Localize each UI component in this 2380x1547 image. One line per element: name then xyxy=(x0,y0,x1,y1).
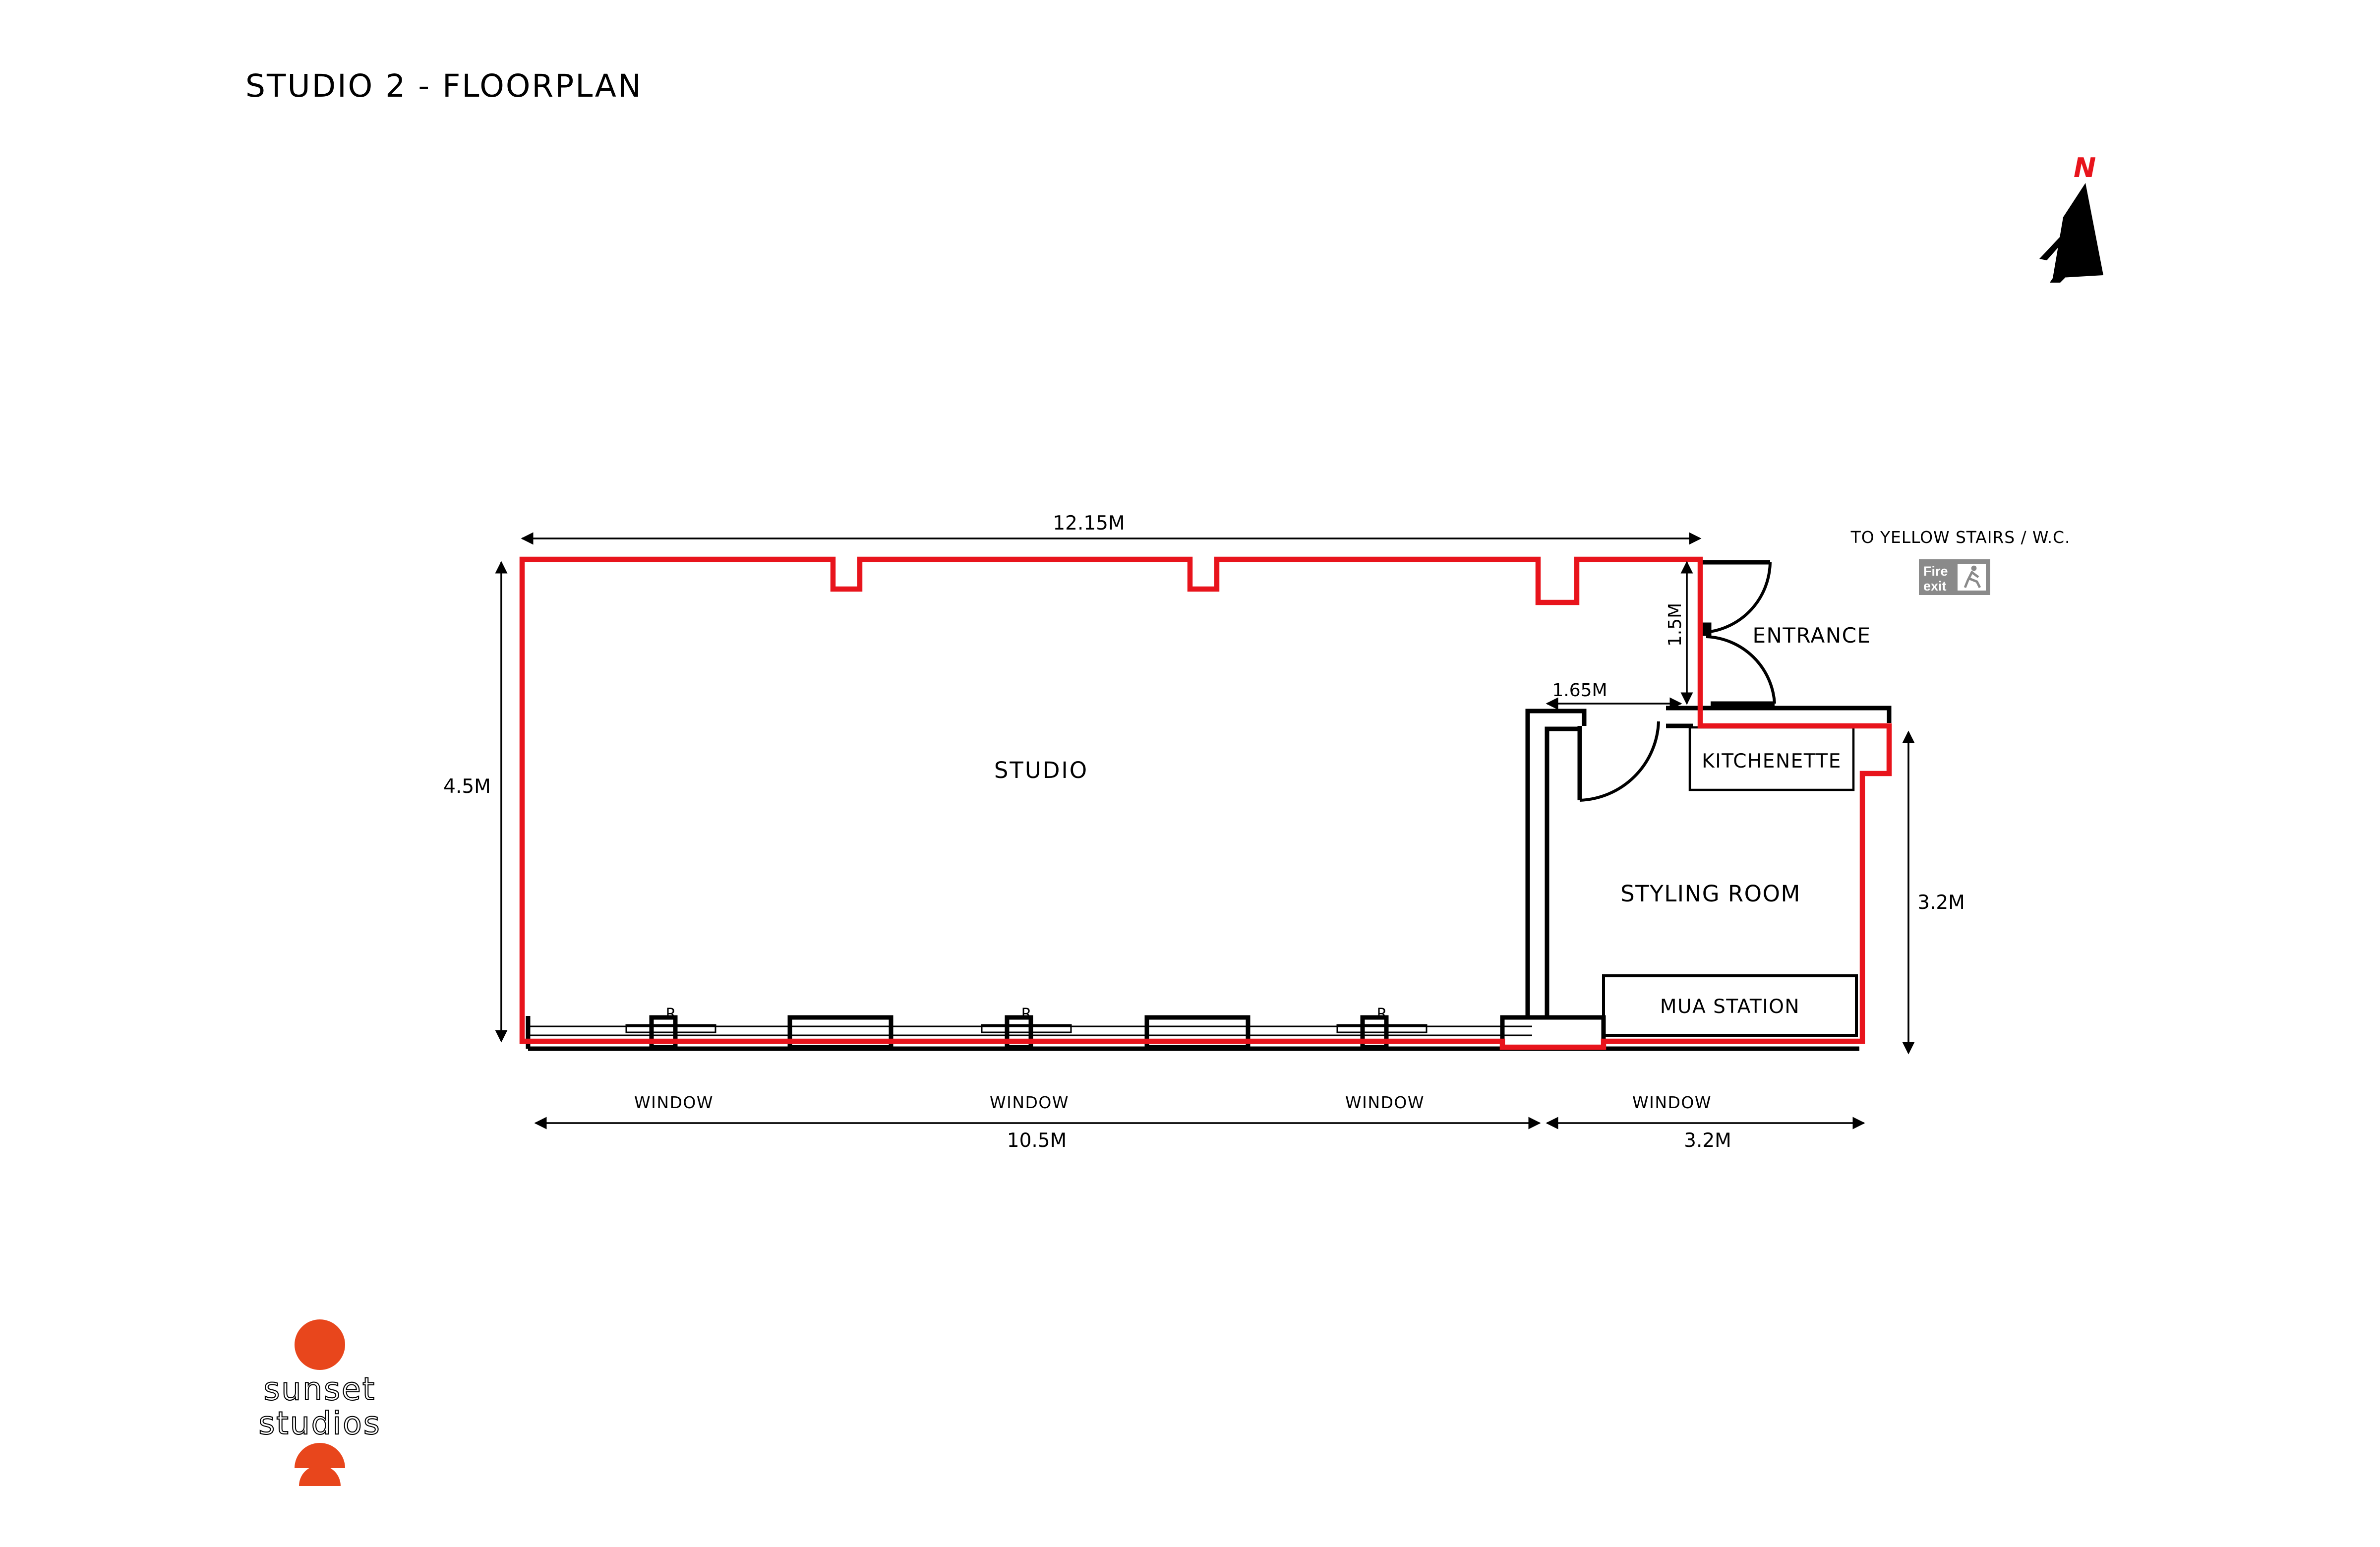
fire-exit-sign-icon: Fire exit xyxy=(1919,559,1990,595)
radiator-label: R xyxy=(1377,1006,1387,1023)
dimension-right-height: 3.2M xyxy=(1917,892,1965,914)
north-arrow-icon xyxy=(2039,183,2103,283)
page-title: STUDIO 2 - FLOORPLAN xyxy=(245,68,643,104)
directions-label: TO YELLOW STAIRS / W.C. xyxy=(1850,528,2071,547)
radiator-label: R xyxy=(666,1006,676,1023)
window-label: WINDOW xyxy=(634,1093,714,1112)
dimension-left-height: 4.5M xyxy=(443,775,491,798)
room-label-entrance: ENTRANCE xyxy=(1752,623,1871,648)
dimension-entrance-depth: 1.5M xyxy=(1665,603,1685,647)
window-label: WINDOW xyxy=(990,1093,1069,1112)
dimension-top-length: 12.15M xyxy=(1053,512,1125,535)
radiator-label: R xyxy=(1021,1006,1032,1023)
studio-boundary-outline xyxy=(519,556,1892,1050)
fire-exit-line2: exit xyxy=(1923,579,1947,594)
logo-line2: studios xyxy=(258,1405,381,1441)
room-label-studio: STUDIO xyxy=(994,757,1088,783)
dimension-bottom-right: 3.2M xyxy=(1684,1130,1731,1152)
north-label: N xyxy=(2074,152,2096,183)
radiators xyxy=(625,1024,1428,1033)
window-label: WINDOW xyxy=(1632,1093,1712,1112)
room-label-kitchenette: KITCHENETTE xyxy=(1702,750,1842,773)
radiator xyxy=(1336,1024,1428,1033)
radiator xyxy=(981,1024,1072,1033)
radiator xyxy=(625,1024,716,1033)
fire-exit-line1: Fire xyxy=(1923,564,1948,579)
logo-line1: sunset xyxy=(264,1371,376,1407)
dimension-corridor-width: 1.65M xyxy=(1552,680,1607,701)
window-label: WINDOW xyxy=(1345,1093,1425,1112)
room-label-styling-room: STYLING ROOM xyxy=(1620,881,1801,907)
dimension-lines xyxy=(495,532,1915,1130)
sunset-studios-logo: sunset studios xyxy=(258,1319,381,1486)
dimension-bottom-left: 10.5M xyxy=(1007,1130,1067,1152)
room-label-mua-station: MUA STATION xyxy=(1660,996,1800,1018)
